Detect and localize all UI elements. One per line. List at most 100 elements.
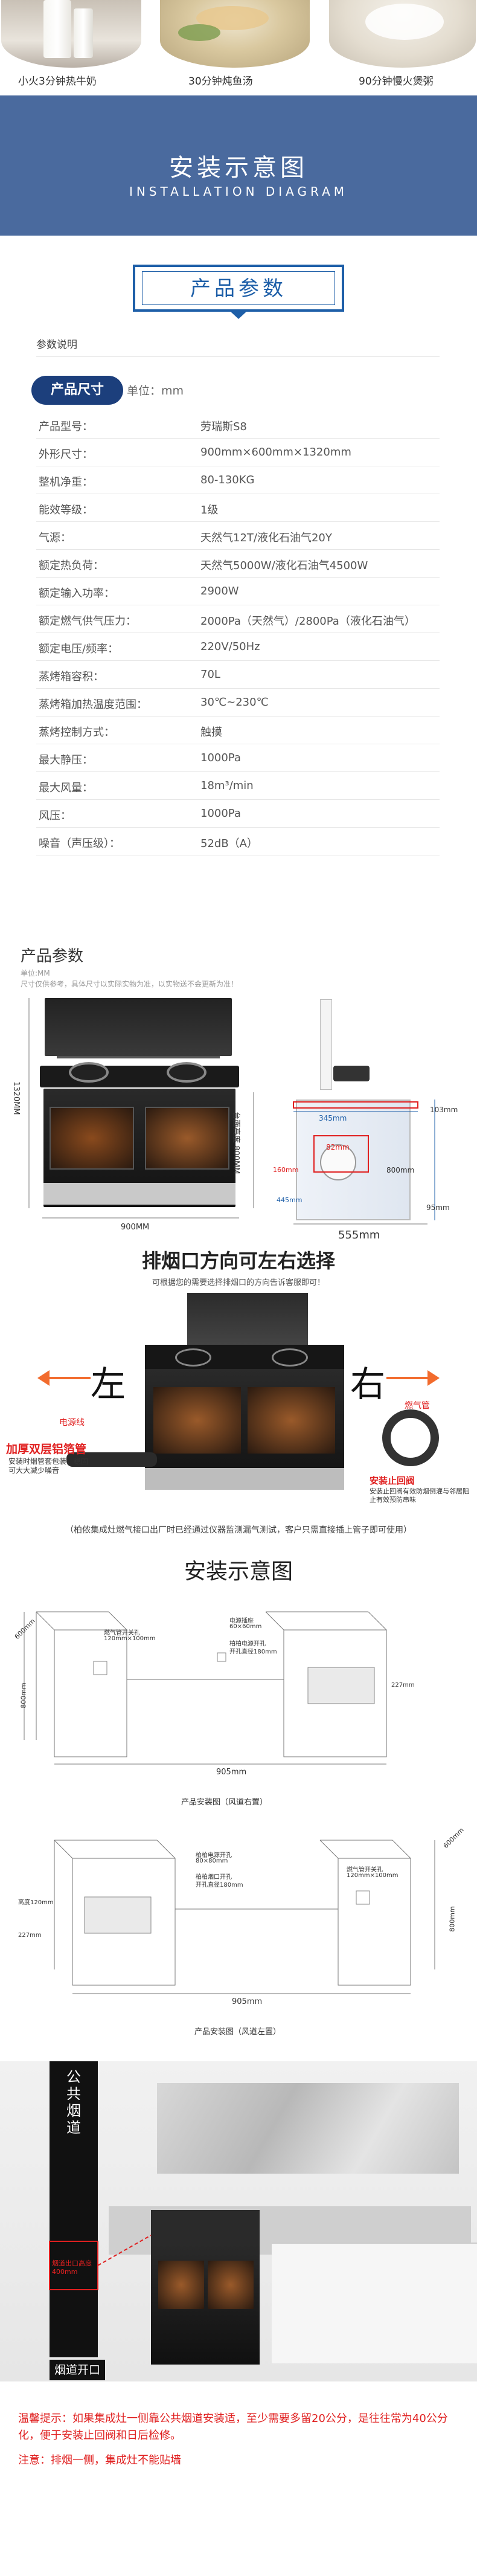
public-flue-label: 公共烟道 [66,2069,81,2136]
tip-line-1: 温馨提示：如果集成灶一侧靠公共烟道安装适，至少需要多留20公分，是往往常为40公… [18,2412,448,2442]
product-side-view [284,993,441,1235]
params-row: 蒸烤箱容积： 70L [36,661,440,689]
param-key: 风压： [39,810,71,822]
d2-height-left: 高度120mm [18,1899,54,1906]
d1-width: 905mm [216,1768,247,1777]
param-key: 能效等级： [39,504,93,517]
param-value: 劳瑞斯S8 [200,420,247,433]
exhaust-subtitle: 可根据您的需要选择排烟口的方向告诉客服即可！ [152,1278,325,1287]
params-row: 能效等级：1级 [36,494,440,522]
params-row: 最大静压：1000Pa [36,744,440,772]
params-section-label: 参数说明 [36,339,77,351]
params-row: 蒸烤箱加热温度范围：30℃~230℃ [36,689,440,716]
banner-subtitle: INSTALLATION DIAGRAM [129,184,348,199]
d2-socket-size: 80×80mm [196,1858,228,1864]
exhaust-title: 排烟口方向可左右选择 [141,1249,335,1272]
size-badge: 产品尺寸 [31,376,123,405]
params-row: 额定输入功率： 2900W [36,578,440,605]
install-title: 安装示意图 [184,1559,293,1584]
param-value: 70L [200,668,220,681]
d2-left-dim: 227mm [18,1932,42,1939]
valve-desc: 安装止回阀有效防烟倒灌与邻居阻止有效预防串味 [370,1487,469,1504]
install-banner [0,95,477,236]
side-left-label: 445mm [277,1196,303,1204]
product-params-badge-text: 产品参数 [142,271,335,305]
product-params-badge: 产品参数 [133,265,344,312]
param-value: 1000Pa [200,752,241,764]
d1-power-size: 60×60mm [229,1623,262,1630]
param-key: 气源： [39,532,71,544]
public-flue [50,2061,98,2357]
params-row: 最大风量： 18m³/min [36,772,440,800]
d1-gas-size: 120mm×100mm [104,1635,156,1642]
params-row: 外形尺寸：900mm×600mm×1320mm [36,439,440,466]
gas-pipe-label: 燃气管 [405,1401,430,1411]
d2-gas-size: 120mm×100mm [347,1872,399,1879]
param-value: 18m³/min [200,779,254,792]
param-key: 最大风量： [39,782,93,794]
d2-hole-size: 开孔直径180mm [196,1882,243,1889]
d2-caption: 产品安装图（风道左置） [194,2027,281,2037]
direction-left: 左 [91,1364,126,1405]
param-key: 额定电压/频率： [39,643,119,655]
param-key: 蒸烤控制方式： [39,726,115,739]
side-top-label: 103mm [430,1106,458,1114]
param-key: 额定输入功率： [39,587,115,600]
d1-socket-hole-size: 开孔直径180mm [229,1649,277,1655]
param-key: 蒸烤箱容积： [39,671,104,683]
d1-socket-hole: 柏柏电源开孔 [229,1641,266,1647]
d1-caption: 产品安装图（风道右置） [181,1798,268,1807]
param-value: 52dB（A） [200,837,258,850]
width-label: 900MM [121,1223,150,1232]
d2-width: 905mm [232,1997,263,2006]
caption-porridge: 90分钟慢火煲粥 [359,76,434,88]
param-value: 2900W [200,585,239,597]
side-hole-label: 160mm [273,1166,299,1174]
side-bottom-label: 95mm [426,1203,450,1212]
d1-power-socket: 电源插座 [229,1618,254,1624]
badge-notch [231,312,246,319]
param-key: 额定热负荷： [39,559,104,572]
tip-line-2: 注意：排烟一侧，集成灶不能贴墙 [18,2454,181,2467]
param-key: 外形尺寸： [39,448,93,461]
param-key: 噪音（声压级）： [39,837,120,850]
params-row: 额定热负荷： 天然气5000W/液化石油气4500W [36,550,440,578]
exhaust-product-image [145,1293,344,1498]
side-height-label: 800mm [386,1166,415,1174]
hose-title: 加厚双层铝箔管 [6,1443,87,1456]
d1-gas-switch: 燃气管开关孔 [104,1630,140,1637]
side-depth-label: 345mm [319,1114,347,1122]
param-value: 220V/50Hz [200,640,260,653]
size-unit: 单位：mm [127,384,184,398]
side-width-label: 555mm [338,1229,380,1241]
params-row: 蒸烤控制方式： 触摸 [36,716,440,744]
param-value: 天然气5000W/液化石油气4500W [200,559,368,572]
param-key: 整机净重： [39,476,93,489]
porridge-photo [329,0,476,68]
hose-desc: 安装时烟管套包装，稳固可大大减少噪音 [8,1457,89,1475]
params-row: 噪音（声压级）： 52dB（A） [36,828,440,855]
flue-note: 烟道出口高度 400mm [52,2259,92,2276]
valve-title: 安装止回阀 [370,1475,415,1486]
params-row: 额定燃气供气压力： 2000Pa（天然气）/2800Pa（液化石油气） [36,605,440,633]
smoke-opening-label: 烟道开口 [50,2360,105,2380]
param-value: 触摸 [200,726,222,739]
exhaust-footnote: （柏侬集成灶燃气接口出厂时已经通过仪器监测漏气测试，客户只需直接插上管子即可使用… [65,1525,412,1535]
param-value: 2000Pa（天然气）/2800Pa（液化石油气） [200,615,415,628]
d2-socket: 柏柏电源开孔 [196,1852,232,1859]
dimensions-note: 尺寸仅供参考，具体尺寸以实际实物为准，以实物送不会更新为准！ [21,980,238,988]
dimensions-title: 产品参数 [21,947,84,965]
d2-gas-switch: 燃气管开关孔 [347,1867,383,1873]
product-front-view [40,998,239,1216]
d2-hole: 柏柏烟口开孔 [196,1874,232,1881]
param-value: 30℃~230℃ [200,696,269,709]
divider [36,356,440,357]
param-key: 额定燃气供气压力： [39,615,136,628]
params-row: 额定电压/频率： 220V/50Hz [36,633,440,661]
